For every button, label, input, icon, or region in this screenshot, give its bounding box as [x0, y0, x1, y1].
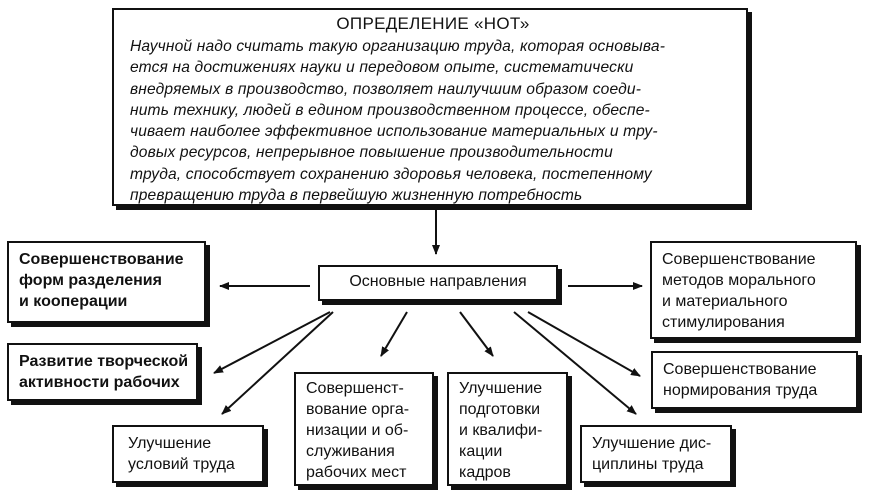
motivation-box: Совершенствование методов морального и м… [650, 241, 857, 339]
box-line: и кооперации [19, 293, 128, 310]
arrow-to-conditions [221, 311, 334, 415]
arrow-to-discipline [513, 311, 637, 415]
definition-box: ОПРЕДЕЛЕНИЕ «НОТ» Научной надо считать т… [112, 8, 748, 206]
box-line: кадров [459, 464, 511, 481]
arrow-to-norms [527, 311, 641, 377]
box-line: нормирования труда [663, 382, 818, 399]
definition-text: Научной надо считать такую организацию т… [130, 36, 736, 206]
definition-line: внедряемых в производство, позволяет наи… [130, 80, 642, 98]
box-line: Совершенст- [306, 380, 404, 397]
workplace-organization-box: Совершенст- вование орга- низации и об- … [294, 372, 434, 486]
main-directions-box: Основные направления [318, 265, 558, 301]
box-line: Совершенствование [663, 361, 817, 378]
box-line: и материального [662, 293, 788, 310]
labor-norms-box: Совершенствование нормирования труда [651, 351, 858, 409]
box-line: Улучшение дис- [592, 435, 712, 452]
main-directions-label: Основные направления [349, 273, 527, 290]
box-line: форм разделения [19, 272, 162, 289]
box-line: служивания [306, 443, 395, 460]
definition-line: довых ресурсов, непрерывное повышение пр… [130, 144, 613, 162]
box-line: методов морального [662, 272, 816, 289]
box-line: низации и об- [306, 422, 409, 439]
box-line: Развитие творческой [19, 353, 189, 370]
definition-line: чивает наиболее эффективное использовани… [130, 123, 658, 141]
labor-discipline-box: Улучшение дис- циплины труда [580, 425, 732, 483]
definition-line: Научной надо считать такую организацию т… [130, 38, 666, 55]
box-line: Совершенствование [662, 251, 816, 268]
box-line: условий труда [128, 456, 235, 473]
box-line: активности рабочих [19, 374, 180, 391]
box-line: циплины труда [592, 456, 704, 473]
definition-line: ется на достижениях науки и передовом оп… [130, 59, 634, 77]
box-line: Совершенствование [19, 251, 184, 268]
definition-line: нить технику, людей в едином производств… [130, 101, 650, 119]
arrow-to-training [459, 311, 494, 357]
box-line: Улучшение [128, 435, 212, 452]
work-conditions-box: Улучшение условий труда [112, 425, 264, 483]
arrow-to-workplace [380, 311, 408, 357]
box-line: Улучшение [459, 380, 543, 397]
staff-training-box: Улучшение подготовки и квалифи- кации ка… [447, 372, 568, 486]
box-line: подготовки [459, 401, 541, 418]
box-line: рабочих мест [306, 464, 407, 481]
creativity-box: Развитие творческой активности рабочих [7, 343, 198, 401]
box-line: вование орга- [306, 401, 410, 418]
box-line: кации [459, 443, 503, 460]
division-cooperation-box: Совершенствование форм разделения и кооп… [7, 241, 206, 323]
definition-title: ОПРЕДЕЛЕНИЕ «НОТ» [336, 14, 530, 33]
box-line: стимулирования [662, 314, 785, 331]
box-line: и квалифи- [459, 422, 543, 439]
definition-line: труда, способствует сохранению здоровья … [130, 165, 652, 183]
definition-line: превращению труда в первейшую жизненную … [130, 187, 583, 205]
arrow-to-creativity [213, 311, 331, 374]
